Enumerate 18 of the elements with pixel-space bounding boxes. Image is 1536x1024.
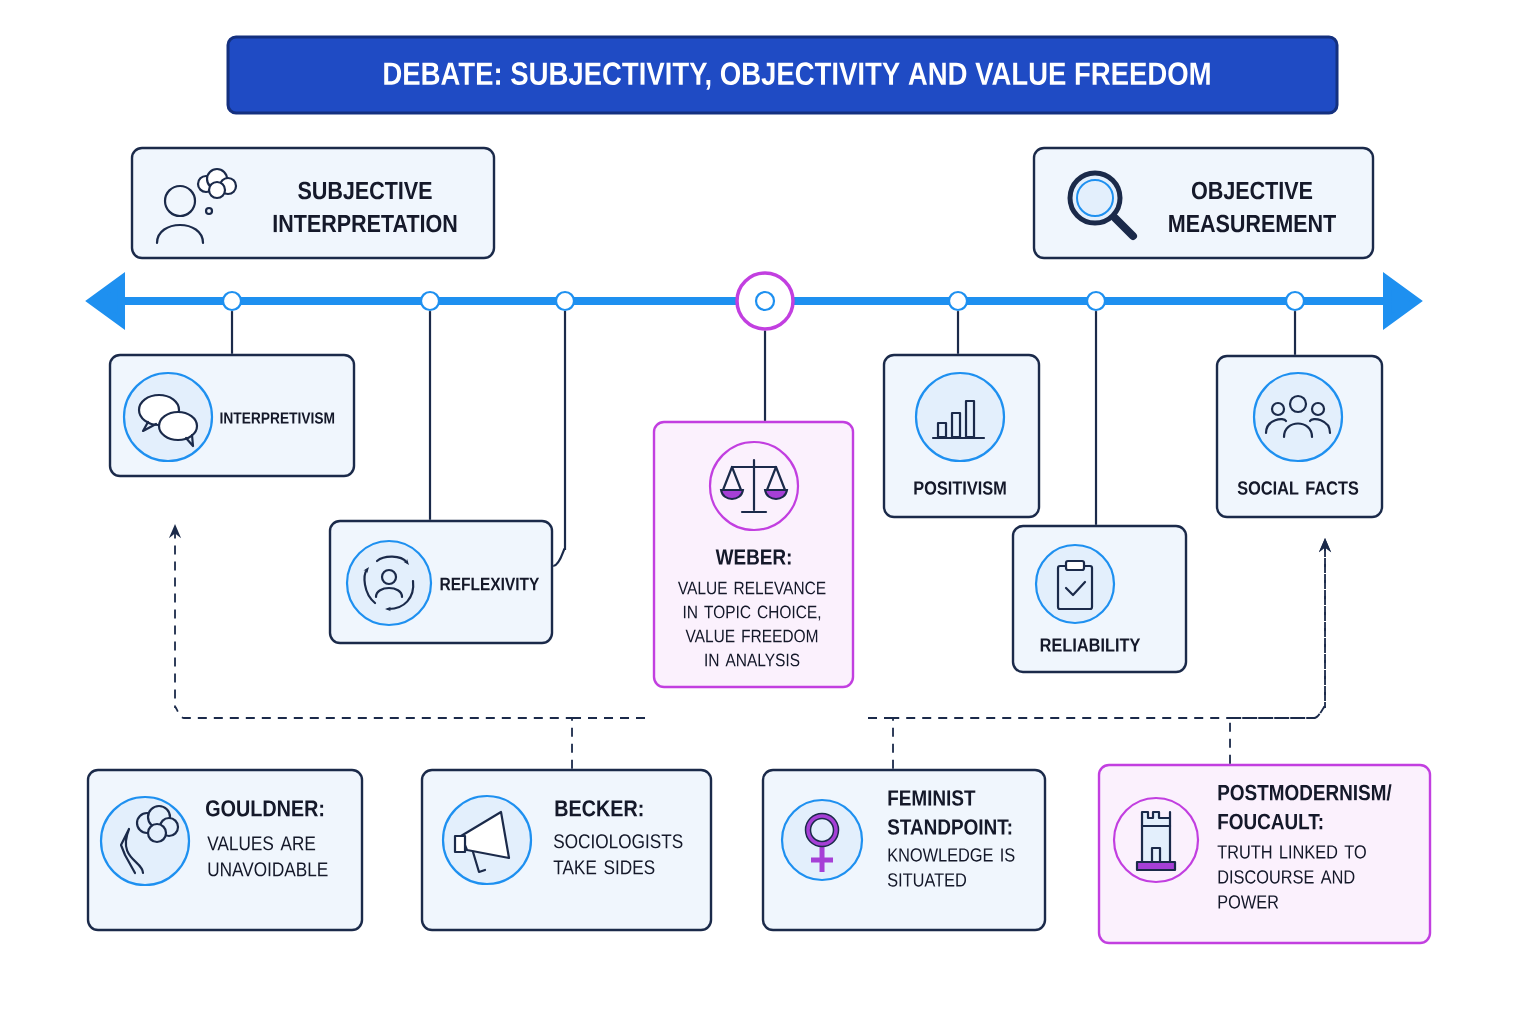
- timeline-marker: [554, 290, 576, 312]
- title-banner: DEBATE: SUBJECTIVITY, OBJECTIVITY AND VALUE FREEDOM: [226, 35, 1339, 115]
- leader-line: [1293, 311, 1297, 355]
- card: POSTMODERNISM/ FOUCAULT: TRUTH LINKED TO DISCOURSE AND POWER: [1097, 763, 1432, 945]
- leader-line: [956, 311, 960, 354]
- timeline-marker: [1085, 290, 1107, 312]
- card: OBJECTIVE MEASUREMENT: [1032, 146, 1375, 260]
- leader-line: [1094, 311, 1098, 525]
- leader-line: [763, 330, 767, 421]
- timeline-marker: [735, 271, 795, 331]
- timeline-marker: [947, 290, 969, 312]
- timeline-marker: [419, 290, 441, 312]
- timeline-marker: [1284, 290, 1306, 312]
- leader-line: [552, 311, 567, 568]
- timeline-marker: [221, 290, 243, 312]
- leader-line: [428, 311, 432, 520]
- leader-line: [230, 311, 234, 354]
- card: SUBJECTIVE INTERPRETATION: [130, 146, 496, 260]
